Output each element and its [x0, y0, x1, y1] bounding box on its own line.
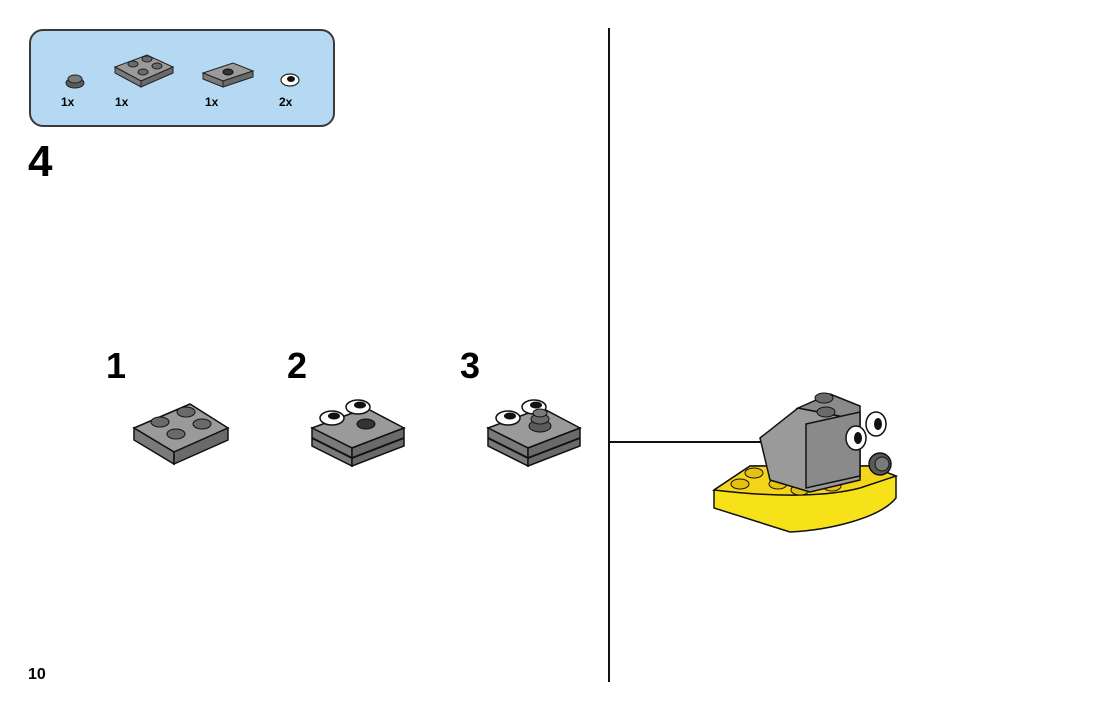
plate-2x2-illustration — [132, 403, 230, 466]
plate-2x2-icon — [113, 54, 175, 88]
part-quantity: 1x — [205, 95, 219, 109]
part-quantity: 2x — [279, 95, 293, 109]
page-number: 10 — [28, 666, 46, 683]
eye-tile-icon — [280, 73, 300, 87]
parts-list-callout: 1x 1x 1x 2x — [29, 29, 335, 127]
plate-with-eyes-illustration — [310, 399, 406, 468]
step-number: 4 — [28, 137, 53, 186]
plate-with-eyes-and-stud-illustration — [486, 399, 582, 468]
jumper-plate-icon — [201, 62, 255, 88]
part-quantity: 1x — [61, 95, 75, 109]
sub-step-label: 1 — [106, 345, 127, 386]
part-quantity: 1x — [115, 95, 129, 109]
sub-step-label: 3 — [460, 345, 481, 386]
page-divider — [608, 28, 610, 682]
round-plate-icon — [65, 74, 85, 89]
sub-step-label: 2 — [287, 345, 308, 386]
assembled-model-illustration — [711, 392, 899, 533]
